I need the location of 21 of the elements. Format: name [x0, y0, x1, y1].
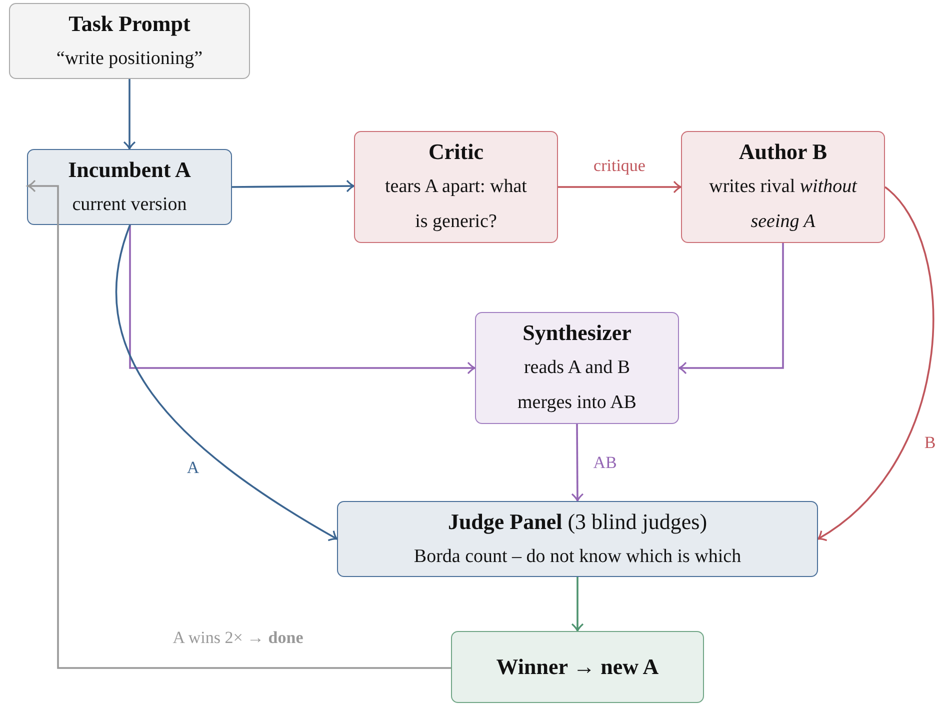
- process-box: [27, 149, 232, 225]
- box-text: reads A and B: [524, 356, 630, 380]
- box-title: Synthesizer: [522, 319, 632, 347]
- process-box: [681, 131, 885, 243]
- box-text: merges into AB: [518, 391, 636, 415]
- process-box: [337, 501, 818, 577]
- box-title: Incumbent A: [68, 156, 191, 184]
- process-box: [9, 3, 250, 79]
- process-box: [475, 312, 679, 424]
- process-box: [451, 631, 704, 703]
- process-box: [354, 131, 558, 243]
- box-title: Winner → new A: [496, 653, 659, 681]
- box-title: Task Prompt: [68, 10, 190, 38]
- box-title: Critic: [428, 138, 484, 166]
- box-text: “write positioning”: [56, 46, 203, 70]
- box-text: writes rival without seeing A: [708, 175, 858, 234]
- box-title: Judge Panel (3 blind judges): [448, 508, 708, 536]
- box-text: current version: [72, 192, 187, 216]
- box-text: Borda count – do not know which is which: [414, 544, 742, 568]
- box-title: Author B: [738, 138, 828, 166]
- box-text: tears A apart: what is generic?: [384, 175, 528, 234]
